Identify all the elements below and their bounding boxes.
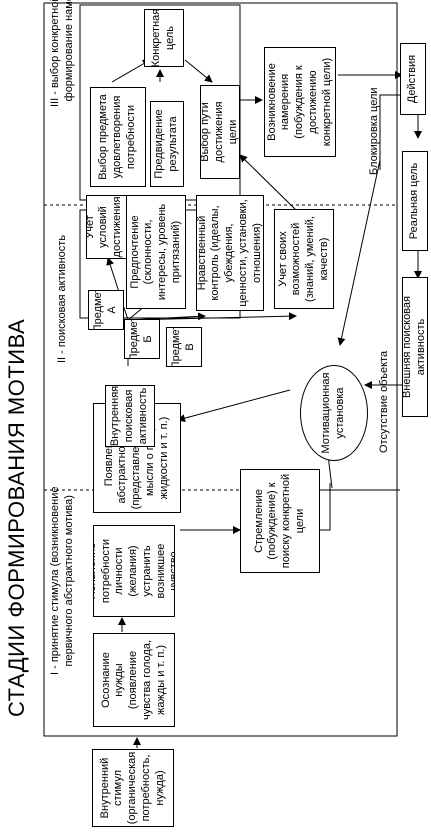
box-choice-object: Выбор предмета удовлетворения потребност… (90, 87, 146, 187)
box-preference: Предпочтение (склонности, интересы, уров… (126, 195, 186, 309)
stage-2-label: II - поисковая активность (56, 234, 68, 363)
box-object-b: Предмет Б (124, 319, 160, 359)
stage-1-line-2: первичного абстрактного мотива) (63, 495, 76, 667)
arrow-obj-conditions (106, 257, 129, 321)
stage-3-line-1: III - выбор конкретной цели и (49, 0, 61, 107)
box-awareness: Осознание нужды (появление чувства голод… (93, 633, 175, 727)
box-prediction: Предвидение результата (150, 101, 184, 187)
ellipse-motivational-set: Мотивационная установка (300, 365, 368, 461)
box-capabilities: Учет своих возможностей (знаний, умений,… (274, 209, 334, 309)
box-external-search: Внешняя поисковая активность (402, 277, 428, 417)
arrow-set-internal (177, 389, 291, 423)
box-need: Появление потребности личности (желания)… (93, 525, 175, 617)
arrow-aspiration-external (320, 483, 331, 531)
box-intention: Возникновение намерения (побуждения к до… (264, 47, 336, 157)
stage-3-line-2: формирование намерений (63, 0, 76, 102)
label-object-absence: Отсутствие объекта (378, 350, 390, 453)
stage-1-label: I - принятие стимула (возникновение перв… (48, 487, 77, 675)
arrow-goal-path (184, 59, 213, 83)
box-actions: Действия (400, 43, 426, 115)
box-concrete-goal: Конкретная цель (144, 9, 184, 67)
box-choice-path: Выбор пути достижения цели (200, 85, 240, 179)
box-internal-search: Внутренняя поисковая активность (105, 385, 155, 447)
box-stimulus: Внутренний стимул (органическая потребно… (92, 749, 174, 827)
label-goal-block: Блокировка цели (368, 87, 380, 175)
stage-3-label: III - выбор конкретной цели и формирован… (48, 0, 77, 107)
arrow-capabilities-path (239, 154, 297, 211)
box-moral: Нравственный контроль (идеалы, убеждения… (196, 195, 264, 311)
box-object-a: Предмет А (88, 290, 124, 330)
line-goal-block (379, 94, 402, 170)
stage-1-line-1: I - принятие стимула (возникновение (49, 486, 61, 675)
box-object-v: Предмет В (166, 327, 202, 367)
box-aspiration: Стремление (побуждение) к поиску конкрет… (240, 469, 320, 573)
page-title: СТАДИИ ФОРМИРОВАНИЯ МОТИВА (4, 318, 29, 717)
box-real-goal: Реальная цель (402, 151, 428, 251)
arrow-goal-block-set (337, 159, 381, 346)
arrow-choice-goal (111, 59, 151, 83)
